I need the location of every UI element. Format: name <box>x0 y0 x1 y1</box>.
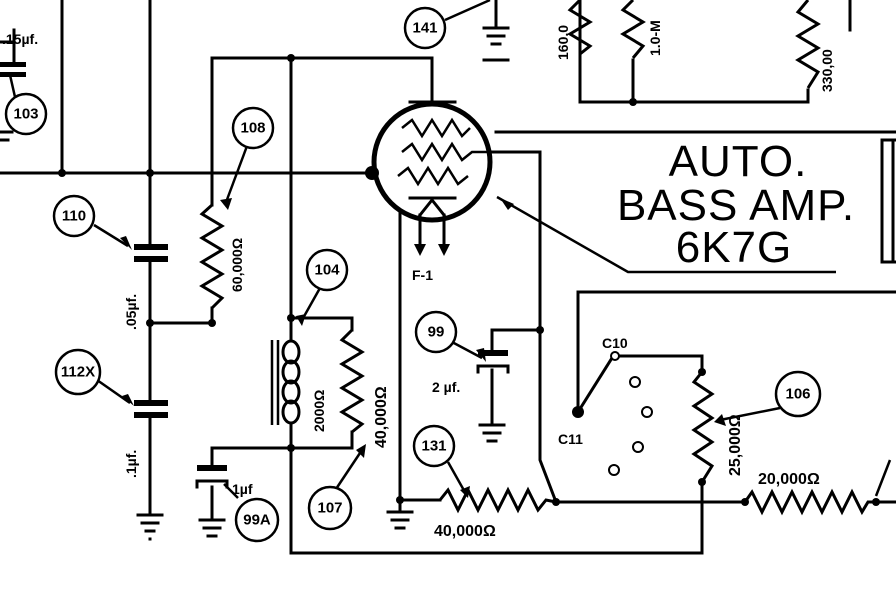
label-res-2000: 2000Ω <box>311 390 327 432</box>
label-res-20000: 20,000Ω <box>758 471 820 488</box>
ground-symbol <box>198 518 226 538</box>
callout-104: 104 <box>305 248 349 292</box>
capacitor-05uf <box>134 244 168 250</box>
callout-141: 141 <box>403 6 447 50</box>
svg-text:106: 106 <box>785 386 810 403</box>
callout-131: 131 <box>412 424 456 468</box>
label-switch-c10: C10 <box>602 335 628 351</box>
ground-symbol <box>482 26 510 62</box>
title-line-2: BASS AMP. <box>617 181 855 230</box>
callout-108: 108 <box>231 106 275 150</box>
resistor-1meg <box>620 0 646 59</box>
title-line-1: AUTO. <box>669 137 808 186</box>
resistor-60000 <box>199 203 225 310</box>
grounds <box>0 26 510 541</box>
label-cap-1uf: .1µf. <box>123 450 139 478</box>
wires <box>0 0 896 555</box>
svg-text:110: 110 <box>62 208 86 225</box>
label-res-60000: 60,000Ω <box>229 238 245 292</box>
label-cap-1uf-99a: 1µf <box>232 481 253 497</box>
label-res-1meg: 1.0-M <box>647 20 663 56</box>
ground-symbol <box>136 513 164 541</box>
label-res-40000-107: 40,000Ω <box>373 386 390 448</box>
capacitor-1uf-99a <box>197 465 227 471</box>
callout-110: 110 <box>52 194 96 238</box>
title-block: AUTO. BASS AMP. 6K7G <box>617 137 855 272</box>
callout-99a: 99A <box>234 497 280 543</box>
title-line-3: 6K7G <box>676 223 793 272</box>
capacitors <box>0 62 510 489</box>
resistors <box>199 0 876 516</box>
svg-text:141: 141 <box>412 20 437 37</box>
ground-symbol <box>478 423 506 443</box>
switch-c10-c11 <box>572 351 653 476</box>
label-res-330000: 330,00 <box>819 49 835 92</box>
vacuum-tube-6k7g <box>365 100 493 256</box>
label-cap-15uf: .15µf. <box>2 31 38 47</box>
ground-symbol <box>386 510 414 530</box>
callout-103: 103 <box>4 92 48 136</box>
svg-text:131: 131 <box>421 438 446 455</box>
label-switch-c11: C11 <box>558 431 583 447</box>
label-res-40000-131: 40,000Ω <box>434 523 496 540</box>
svg-text:104: 104 <box>314 262 340 279</box>
callout-107: 107 <box>307 485 353 531</box>
svg-text:108: 108 <box>240 120 265 137</box>
resistor-40000-107 <box>339 328 365 434</box>
svg-text:103: 103 <box>13 106 38 123</box>
resistor-330000 <box>795 0 821 89</box>
capacitor-2uf <box>478 350 508 356</box>
svg-text:107: 107 <box>317 500 342 517</box>
callout-99: 99 <box>414 310 458 354</box>
resistor-160000 <box>567 0 593 56</box>
resistor-40000-131 <box>438 486 557 514</box>
label-filament: F-1 <box>412 267 433 283</box>
svg-text:112X: 112X <box>61 364 95 381</box>
label-res-25000: 25,000Ω <box>727 414 744 476</box>
junction-dots <box>58 54 880 506</box>
svg-text:99: 99 <box>428 324 445 341</box>
label-cap-2uf: 2 µf. <box>432 379 460 395</box>
resistor-20000 <box>743 488 876 516</box>
capacitor-15uf <box>0 62 26 67</box>
capacitor-1uf <box>134 400 168 406</box>
svg-text:99A: 99A <box>243 512 271 529</box>
callout-leaders <box>8 0 892 499</box>
resistor-25000 <box>691 371 715 483</box>
inductor-104 <box>270 339 301 425</box>
label-cap-05uf: .05µf. <box>123 294 139 330</box>
callout-112x: 112X <box>54 348 102 396</box>
callout-106: 106 <box>774 370 822 418</box>
label-res-160000: 160,0 <box>555 25 571 60</box>
